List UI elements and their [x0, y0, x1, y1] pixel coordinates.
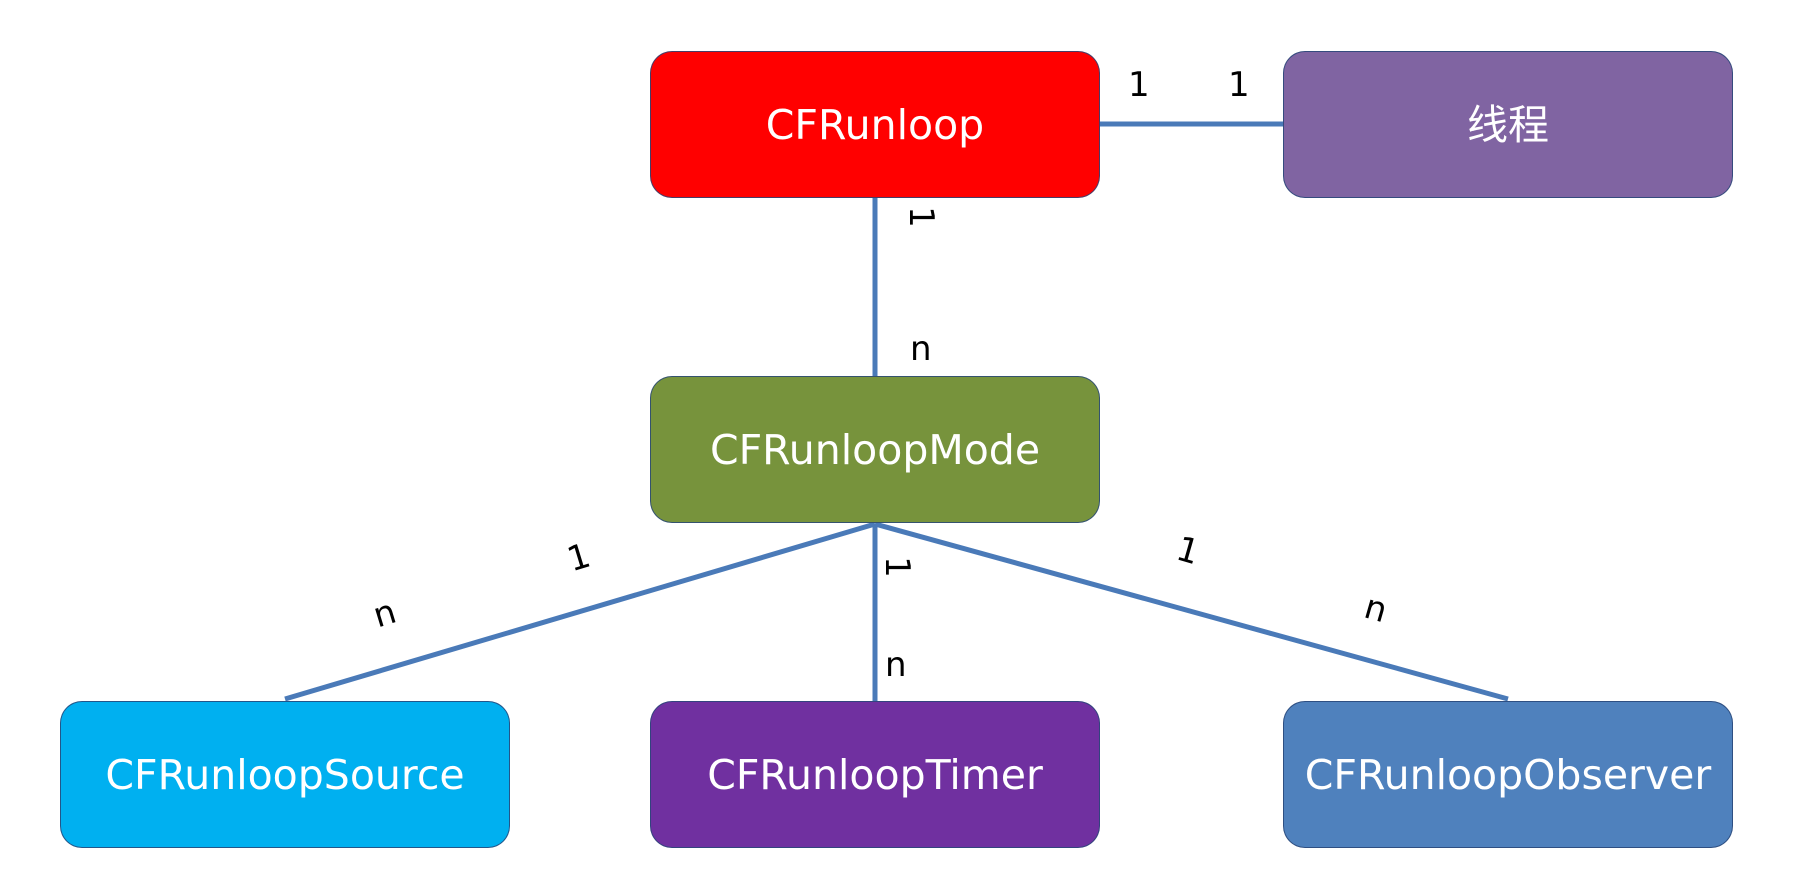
edge-mode-timer-label-to: n — [885, 645, 907, 685]
node-cfrunlooptimer-label: CFRunloopTimer — [707, 750, 1043, 799]
edge-runloop-thread-label-from: 1 — [1128, 65, 1150, 105]
edge-runloop-thread-label-to: 1 — [1228, 65, 1250, 105]
node-cfrunloopsource-label: CFRunloopSource — [105, 750, 465, 799]
node-cfrunloopobserver-label: CFRunloopObserver — [1304, 750, 1712, 799]
node-cfrunloop-label: CFRunloop — [765, 100, 985, 149]
node-thread-label: 线程 — [1467, 100, 1549, 149]
edge-mode-observer — [874, 521, 1509, 702]
node-cfrunloopobserver[interactable]: CFRunloopObserver — [1283, 701, 1733, 848]
node-cfrunloop[interactable]: CFRunloop — [650, 51, 1100, 198]
node-thread[interactable]: 线程 — [1283, 51, 1733, 198]
node-cfrunloopmode-label: CFRunloopMode — [709, 425, 1041, 474]
node-cfrunloopsource[interactable]: CFRunloopSource — [60, 701, 510, 848]
edge-mode-timer-label-from: 1 — [876, 556, 917, 578]
edge-runloop-mode-label-from: 1 — [900, 206, 941, 228]
edge-mode-source — [284, 521, 876, 702]
edge-runloop-mode-label-to: n — [910, 329, 932, 369]
node-cfrunloopmode[interactable]: CFRunloopMode — [650, 376, 1100, 523]
node-cfrunlooptimer[interactable]: CFRunloopTimer — [650, 701, 1100, 848]
